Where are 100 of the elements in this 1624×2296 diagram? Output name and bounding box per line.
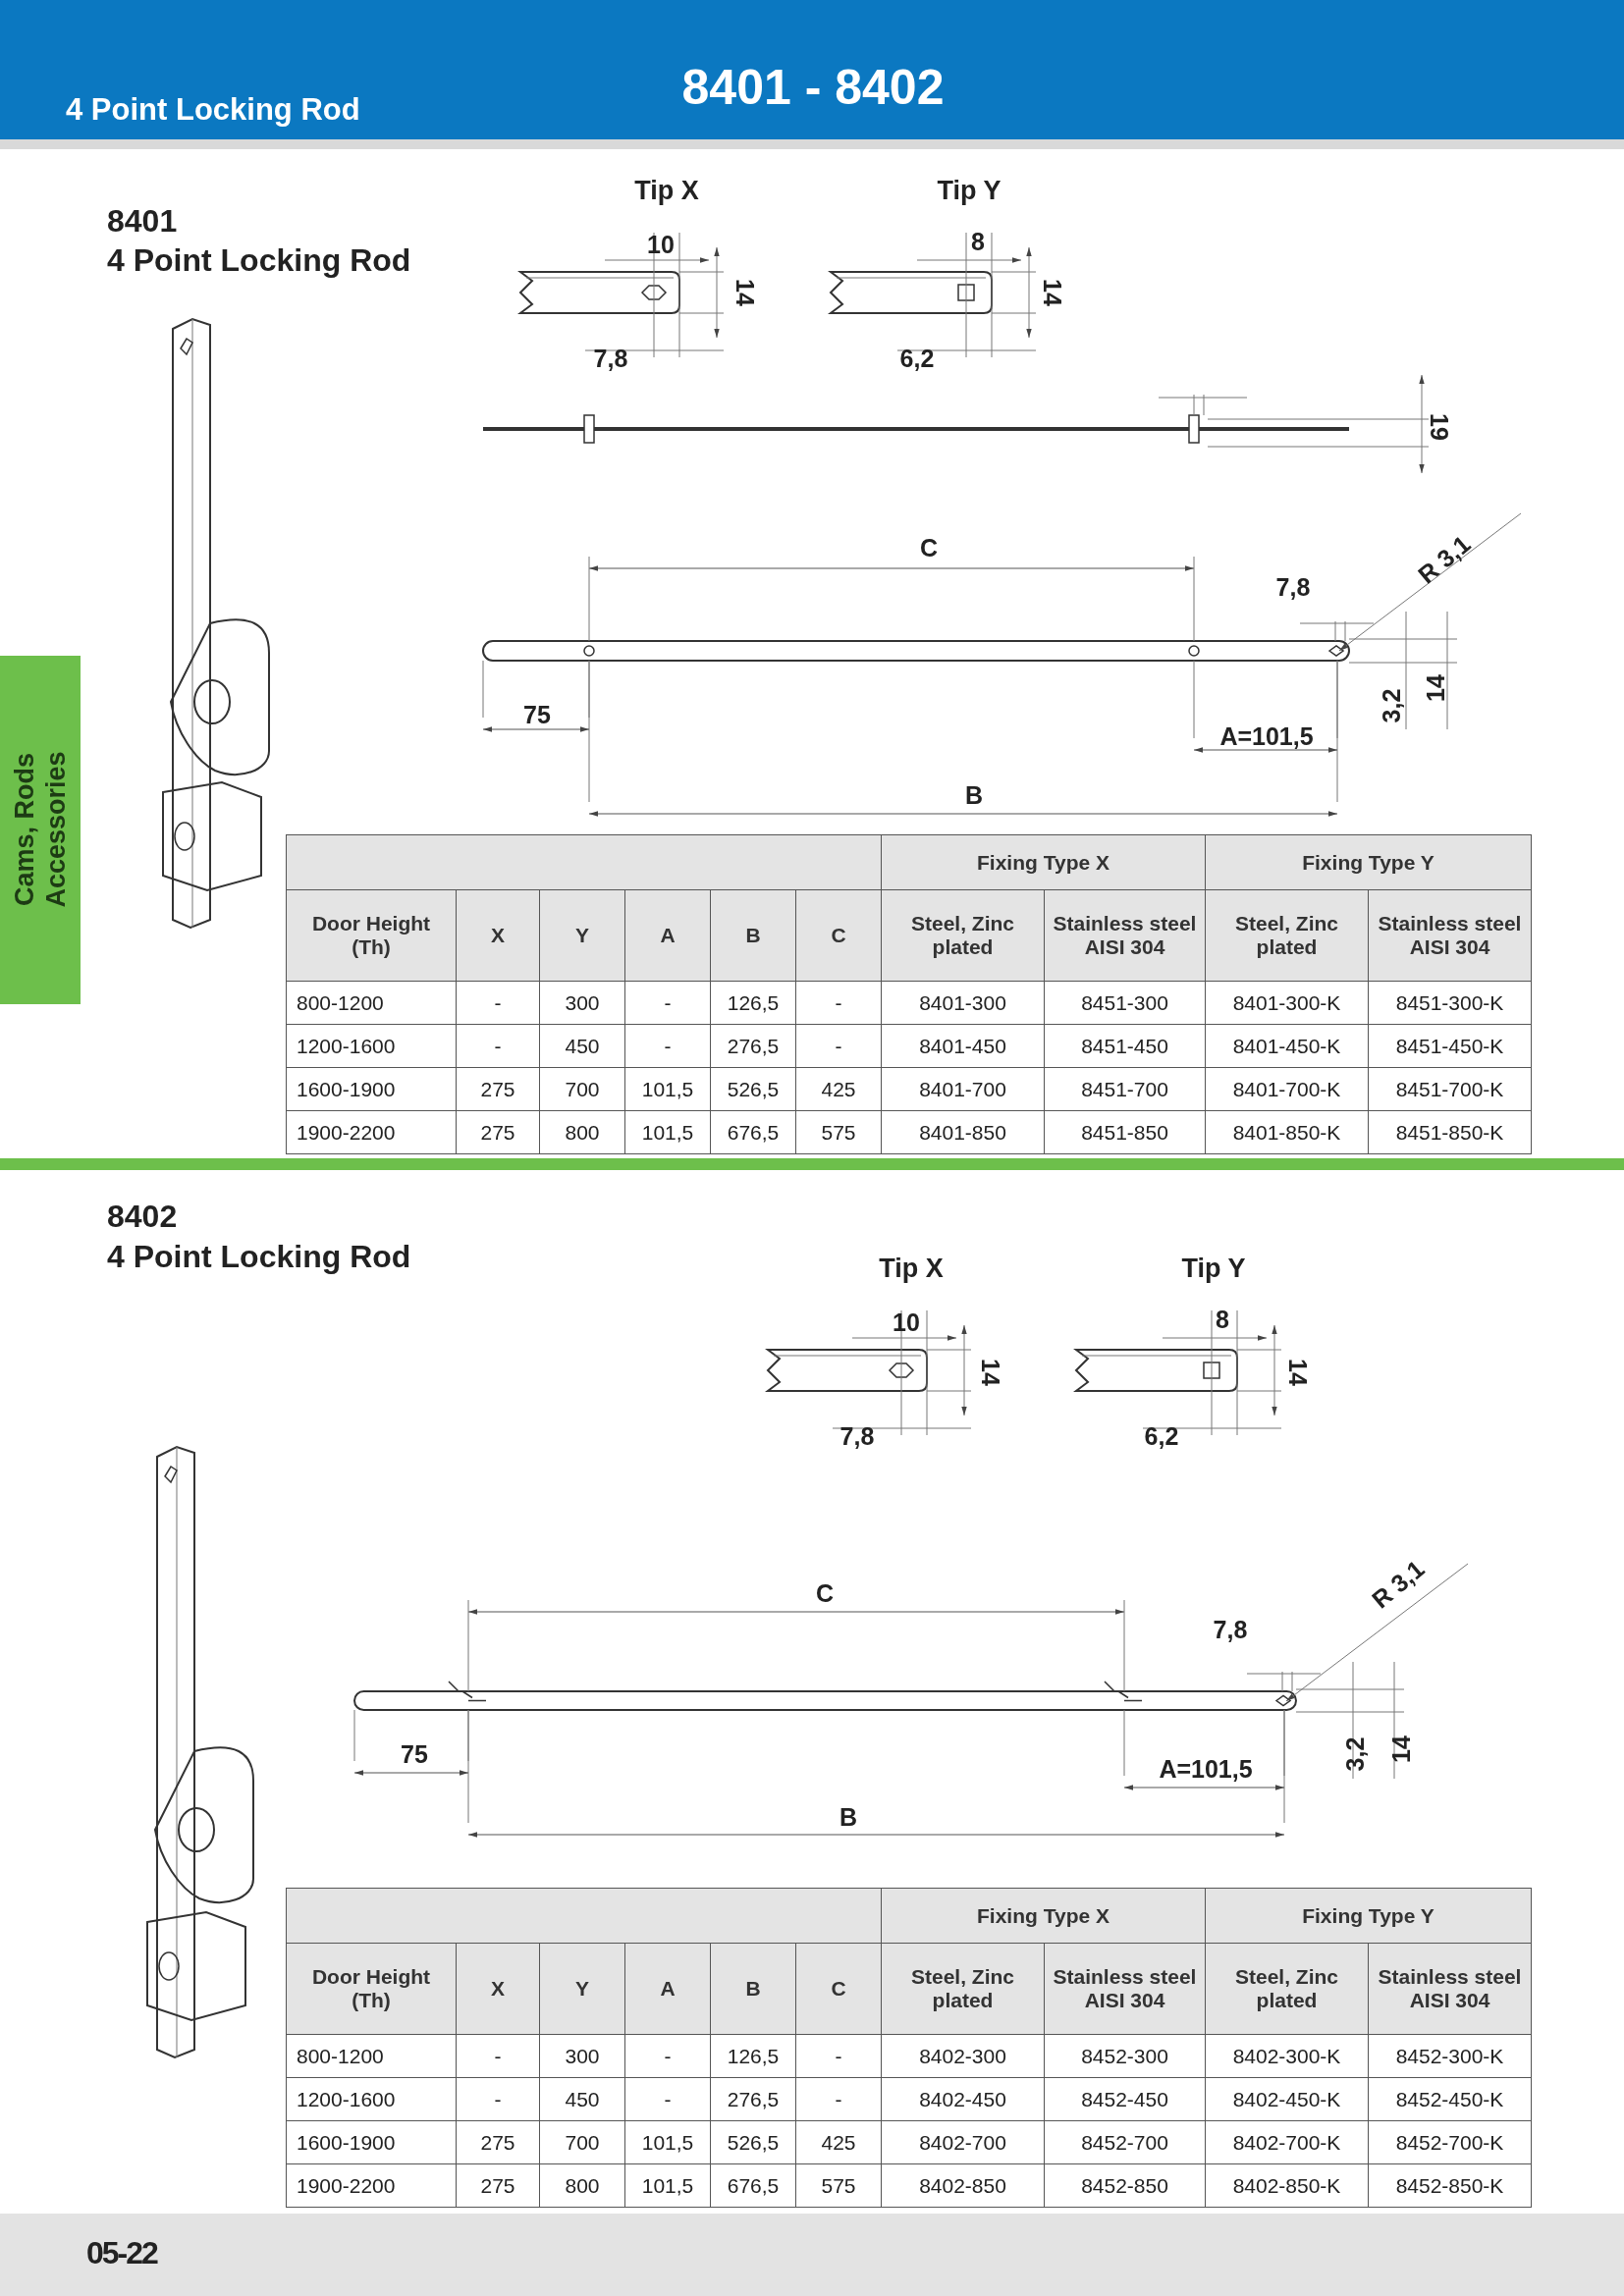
column-header: Fixing Type Y xyxy=(1205,1888,1532,1944)
table-cell: 800 xyxy=(539,1110,625,1154)
column-header: X xyxy=(456,889,540,982)
table-cell: 101,5 xyxy=(624,1067,711,1111)
table-cell: - xyxy=(795,2034,882,2078)
heading: 8401 xyxy=(107,202,178,240)
table-cell: 8452-450 xyxy=(1044,2077,1206,2121)
table-cell: 8402-300-K xyxy=(1205,2034,1369,2078)
column-header: Y xyxy=(539,889,625,982)
table-cell: - xyxy=(624,1024,711,1068)
table-cell: 8401-300-K xyxy=(1205,981,1369,1025)
table-cell: 8451-450-K xyxy=(1368,1024,1532,1068)
table-cell: 700 xyxy=(539,2120,625,2164)
table-cell: 8452-300 xyxy=(1044,2034,1206,2078)
table-cell: 8402-300 xyxy=(881,2034,1045,2078)
table-cell: - xyxy=(456,2034,540,2078)
column-header: C xyxy=(795,889,882,982)
table-cell: 700 xyxy=(539,1067,625,1111)
table-cell: 101,5 xyxy=(624,1110,711,1154)
table-cell: - xyxy=(795,1024,882,1068)
table-cell: 450 xyxy=(539,2077,625,2121)
column-header: C xyxy=(795,1943,882,2035)
dimension-label: 75 xyxy=(523,700,551,729)
column-header: Steel, Zinc plated xyxy=(881,889,1045,982)
dimension-label: C xyxy=(815,1578,835,1608)
table-cell: 8402-850-K xyxy=(1205,2163,1369,2208)
table-cell: 8452-450-K xyxy=(1368,2077,1532,2121)
column-header: X xyxy=(456,1943,540,2035)
table-cell: 8451-700-K xyxy=(1368,1067,1532,1111)
column-header: Door Height (Th) xyxy=(286,1943,457,2035)
table-cell: - xyxy=(624,2077,711,2121)
table-cell: 8401-850 xyxy=(881,1110,1045,1154)
table-cell: 8402-450-K xyxy=(1205,2077,1369,2121)
dimension-label: R 3,1 xyxy=(1412,529,1477,590)
table-cell: 676,5 xyxy=(710,2163,796,2208)
table-cell: 8452-850 xyxy=(1044,2163,1206,2208)
table-cell: 8451-850-K xyxy=(1368,1110,1532,1154)
dimension-label: 7,8 xyxy=(1213,1615,1248,1644)
column-header: Steel, Zinc plated xyxy=(881,1943,1045,2035)
table-cell: 8451-300 xyxy=(1044,981,1206,1025)
dimension-label: 3,2 xyxy=(1340,1736,1370,1772)
table-cell: 1600-1900 xyxy=(286,1067,457,1111)
header-subtitle: 4 Point Locking Rod xyxy=(66,92,360,128)
table-cell: 276,5 xyxy=(710,1024,796,1068)
dimension-label: 7,8 xyxy=(1275,572,1311,602)
dimension-label: 8 xyxy=(971,227,985,256)
dimension-label: 10 xyxy=(893,1308,920,1337)
table-cell: - xyxy=(456,1024,540,1068)
table-cell: 575 xyxy=(795,1110,882,1154)
dimension-label: 7,8 xyxy=(839,1421,875,1451)
table-cell: 8401-850-K xyxy=(1205,1110,1369,1154)
table-cell: 8401-450-K xyxy=(1205,1024,1369,1068)
view-label: Tip X xyxy=(634,175,699,206)
table-cell: 300 xyxy=(539,981,625,1025)
table-cell: 8402-450 xyxy=(881,2077,1045,2121)
column-header: Stainless steel AISI 304 xyxy=(1044,1943,1206,2035)
dimension-label: 6,2 xyxy=(1144,1421,1179,1451)
table-cell: 425 xyxy=(795,1067,882,1111)
table-cell: 8452-850-K xyxy=(1368,2163,1532,2208)
table-cell: 275 xyxy=(456,2120,540,2164)
table-cell: 575 xyxy=(795,2163,882,2208)
table-cell: - xyxy=(795,2077,882,2121)
dimension-label: 8 xyxy=(1216,1305,1229,1334)
dimension-label: 14 xyxy=(1386,1735,1416,1763)
page-number: 05-22 xyxy=(86,2235,157,2271)
heading: 4 Point Locking Rod xyxy=(107,1238,411,1275)
table-cell: 8401-300 xyxy=(881,981,1045,1025)
table-cell: 101,5 xyxy=(624,2163,711,2208)
column-header: B xyxy=(710,1943,796,2035)
dimension-label: 14 xyxy=(1037,279,1066,306)
table-cell: - xyxy=(624,2034,711,2078)
table-cell: 275 xyxy=(456,1067,540,1111)
table-cell: 8402-850 xyxy=(881,2163,1045,2208)
column-header: Steel, Zinc plated xyxy=(1205,889,1369,982)
dimension-label: 3,2 xyxy=(1377,688,1406,723)
dimension-label: 14 xyxy=(730,279,759,306)
heading: 4 Point Locking Rod xyxy=(107,241,411,279)
table-cell: 275 xyxy=(456,2163,540,2208)
heading: 8402 xyxy=(107,1198,178,1235)
dimension-label: 14 xyxy=(1282,1359,1312,1386)
dimension-label: 14 xyxy=(975,1359,1004,1386)
table-cell: 1200-1600 xyxy=(286,1024,457,1068)
dimension-label: A=101,5 xyxy=(1159,1754,1253,1784)
dimension-label: C xyxy=(919,533,939,562)
table-cell: 676,5 xyxy=(710,1110,796,1154)
table-cell: 126,5 xyxy=(710,2034,796,2078)
table-cell: 101,5 xyxy=(624,2120,711,2164)
table-cell: 276,5 xyxy=(710,2077,796,2121)
table-cell: 8451-450 xyxy=(1044,1024,1206,1068)
table-cell: 300 xyxy=(539,2034,625,2078)
dimension-label: 6,2 xyxy=(899,344,935,373)
page-title: 8401 - 8402 xyxy=(681,59,945,116)
table-cell: 526,5 xyxy=(710,2120,796,2164)
dimension-label: 10 xyxy=(647,230,675,259)
column-header: B xyxy=(710,889,796,982)
view-label: Tip Y xyxy=(937,175,1001,206)
table-cell: - xyxy=(456,2077,540,2121)
column-header: Steel, Zinc plated xyxy=(1205,1943,1369,2035)
dimension-label: 19 xyxy=(1424,413,1453,441)
column-header: Y xyxy=(539,1943,625,2035)
